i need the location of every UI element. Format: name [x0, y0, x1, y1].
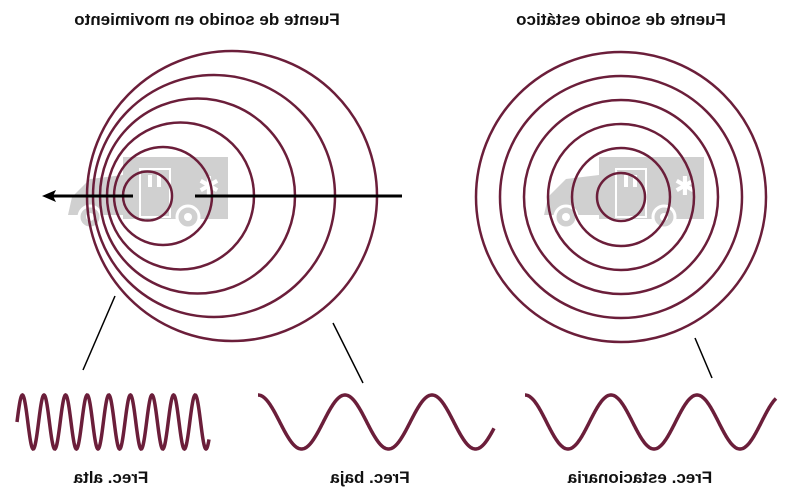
wavefront-circle [595, 171, 647, 223]
wavefront-circle [498, 74, 744, 320]
motion-arrow [42, 190, 402, 202]
pointer-lines [82, 295, 713, 384]
wavefront-circle [570, 146, 672, 248]
pointer-stationary [694, 337, 713, 379]
label-low-frequency: Frec. baja [330, 468, 410, 487]
title-static-source: Fuente de sonido estático [516, 10, 726, 29]
wavefront-circle [474, 50, 768, 344]
svg-text:✱: ✱ [674, 172, 696, 202]
title-moving-source: Fuente de sonido en movimiento [74, 10, 340, 29]
wavefront-circle [522, 98, 720, 296]
wavefront-circle [546, 122, 696, 272]
static-wavefronts [474, 50, 768, 344]
wave-high-frequency [15, 392, 211, 452]
pointer-high [82, 295, 116, 371]
wave-stationary-frequency [525, 393, 778, 451]
arrow-head-icon [42, 190, 56, 202]
pointer-low [332, 322, 364, 384]
label-high-frequency: Frec. alta [73, 468, 149, 487]
wave-low-frequency [258, 393, 496, 451]
label-stationary-frequency: Frec. estacionaria [567, 468, 713, 487]
ambulance-static-icon: ✱ [544, 157, 704, 230]
